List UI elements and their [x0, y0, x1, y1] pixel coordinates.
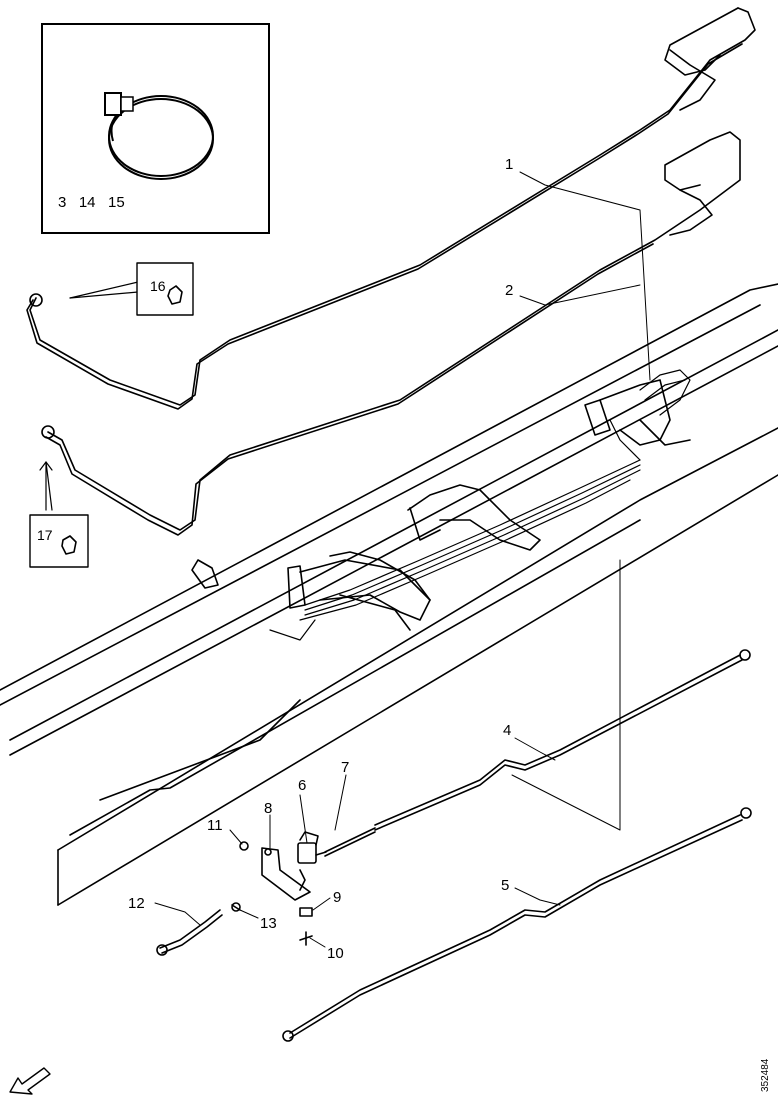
callout-1: 1 [505, 156, 514, 173]
valve-bracket [231, 831, 327, 946]
orientation-arrow-icon [9, 1067, 51, 1095]
detail-box-16 [136, 262, 194, 316]
callout-13: 13 [260, 915, 277, 932]
box16-label: 16 [150, 278, 166, 294]
frame-rail [0, 283, 778, 906]
callout-7: 7 [341, 759, 350, 776]
pipe-1 [26, 7, 756, 410]
arrow-to-box16 [69, 281, 139, 299]
detail-box-17 [29, 514, 89, 568]
box17-label: 17 [37, 527, 53, 543]
leader-lines [154, 171, 651, 948]
hose-clamp-icon [104, 92, 214, 180]
callout-6: 6 [298, 777, 307, 794]
clip-icon [61, 285, 183, 555]
pipe-4 [324, 649, 751, 857]
callout-4: 4 [503, 722, 512, 739]
drawing-id: 352484 [760, 1058, 771, 1092]
callout-12: 12 [128, 895, 145, 912]
harness-bundle [269, 369, 691, 641]
pipe-12 [156, 909, 223, 956]
clamp-detail-inset: 3 14 15 [41, 23, 270, 234]
pipe-2 [41, 131, 741, 536]
callout-9: 9 [333, 889, 342, 906]
callout-11: 11 [207, 817, 223, 834]
cable-clip [191, 559, 219, 589]
callout-8: 8 [264, 800, 273, 817]
pipe-5 [282, 807, 752, 1042]
arrow-to-box17 [39, 461, 53, 511]
callout-5: 5 [501, 877, 510, 894]
callout-2: 2 [505, 282, 514, 299]
inset-part-numbers: 3 14 15 [58, 194, 125, 211]
callout-10: 10 [327, 945, 344, 962]
